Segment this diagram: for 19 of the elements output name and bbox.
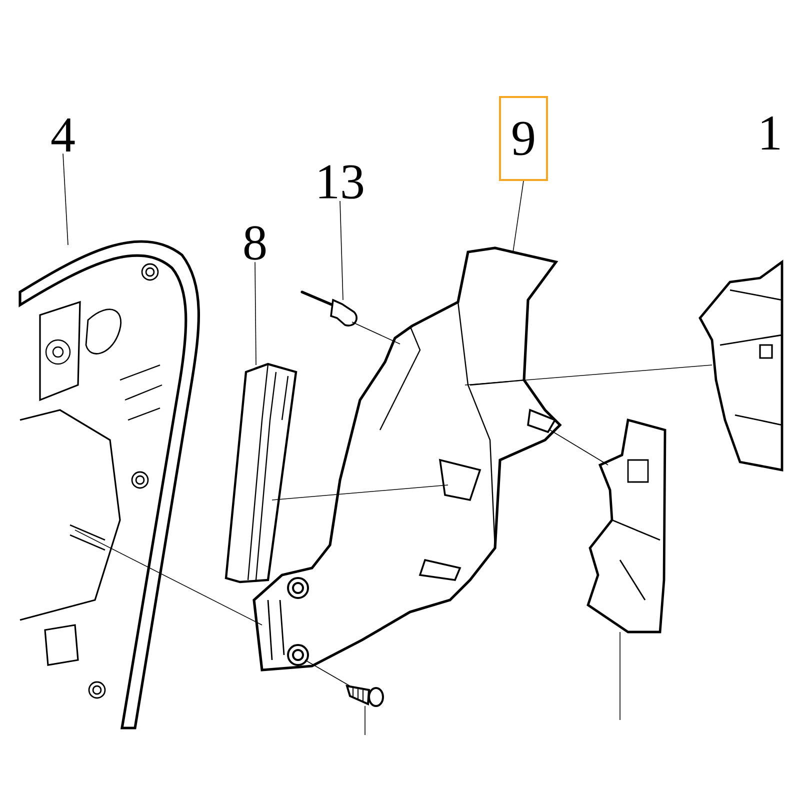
callout-number: 13 bbox=[319, 165, 364, 199]
leader-line bbox=[364, 706, 366, 736]
clip-drawing bbox=[586, 418, 666, 634]
leader-line bbox=[512, 180, 524, 252]
leader-line bbox=[254, 262, 256, 366]
callout-number: 4 bbox=[51, 118, 75, 152]
callout-number: 8 bbox=[244, 226, 266, 260]
leader-line bbox=[272, 484, 448, 500]
highlighted-callout-number: 9 bbox=[499, 96, 548, 181]
callout-number: 1 bbox=[762, 116, 780, 150]
leader-line bbox=[464, 364, 712, 386]
leader-line bbox=[352, 322, 400, 344]
leader-line bbox=[304, 660, 350, 686]
leader-line bbox=[340, 200, 344, 300]
rivet-drawing bbox=[300, 290, 358, 326]
side-panel-drawing bbox=[18, 240, 200, 730]
leader-line bbox=[550, 430, 608, 466]
rail-drawing bbox=[224, 362, 298, 584]
leader-line bbox=[62, 153, 68, 246]
